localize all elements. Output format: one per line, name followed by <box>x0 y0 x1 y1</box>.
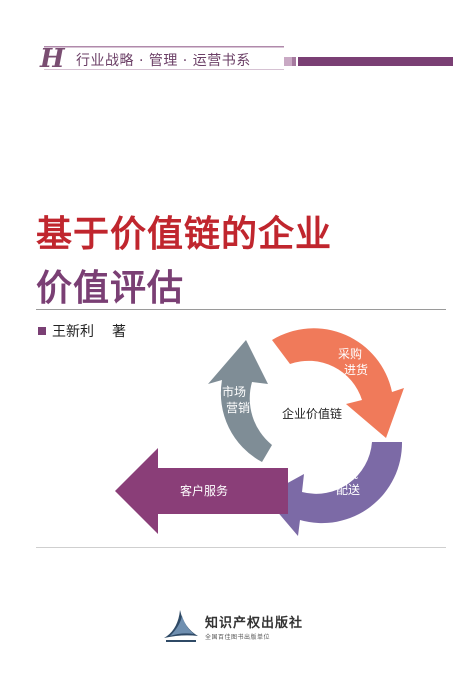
publisher-subtitle: 全国百佳图书出版单位 <box>205 634 271 641</box>
marketing-label-1: 市场 <box>222 384 246 399</box>
publisher-name: 知识产权出版社 <box>205 616 304 631</box>
marketing-label-2: 营销 <box>226 401 250 415</box>
book-title-line-2: 价值评估 <box>36 268 185 309</box>
customer-service-label: 客户服务 <box>180 483 228 498</box>
value-chain-center-label: 企业价值链 <box>282 406 342 421</box>
logistics-arrow: 物流 配送 <box>264 442 403 536</box>
bottom-divider <box>36 547 446 548</box>
logistics-label-2: 配送 <box>336 482 360 497</box>
logistics-label-1: 物流 <box>334 467 358 481</box>
marketing-arrow: 市场 营销 <box>208 340 272 462</box>
series-banner <box>44 46 296 70</box>
procurement-label-2: 进货 <box>344 362 368 377</box>
series-stripe <box>298 57 453 66</box>
customer-service-arrow: 客户服务 <box>115 448 288 534</box>
book-title-line-1: 基于价值链的企业 <box>36 214 333 255</box>
author-marker <box>38 327 46 335</box>
author-role: 著 <box>112 324 126 340</box>
series-title: 行业战略 · 管理 · 运营书系 <box>76 53 251 69</box>
procurement-arrow: 采购 进货 <box>272 328 404 438</box>
title-divider <box>36 309 446 310</box>
procurement-label-1: 采购 <box>338 346 362 361</box>
publisher-logo-icon <box>164 610 198 642</box>
author-name: 王新利 <box>52 324 94 340</box>
series-logo-letter: H <box>40 44 65 74</box>
